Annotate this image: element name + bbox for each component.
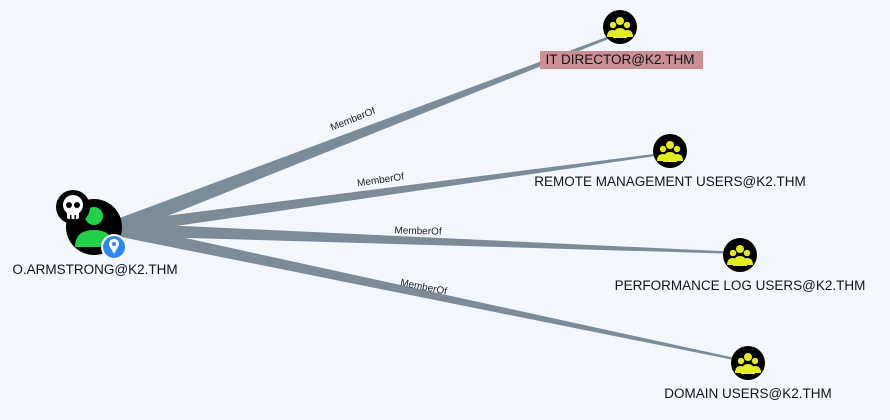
- group-node-label: DOMAIN USERS@K2.THM: [664, 386, 831, 401]
- user-node-o-armstrong[interactable]: O.ARMSTRONG@K2.THM: [12, 190, 178, 277]
- group-node-domain-users[interactable]: DOMAIN USERS@K2.THM: [664, 346, 832, 401]
- group-icon: [603, 10, 637, 44]
- group-node-it-director[interactable]: IT DIRECTOR@K2.THM: [540, 10, 703, 69]
- group-node-label: REMOTE MANAGEMENT USERS@K2.THM: [534, 174, 805, 189]
- group-node-label: IT DIRECTOR@K2.THM: [546, 52, 695, 67]
- group-icon: [653, 134, 687, 168]
- group-node-remote-management-users[interactable]: REMOTE MANAGEMENT USERS@K2.THM: [534, 134, 806, 189]
- edge-memberof-domain-users[interactable]: [116, 224, 749, 363]
- user-node-label: O.ARMSTRONG@K2.THM: [12, 262, 177, 277]
- edge-memberof-performance-log[interactable]: [119, 223, 741, 254]
- group-node-label: PERFORMANCE LOG USERS@K2.THM: [615, 278, 866, 293]
- pin-icon: [101, 234, 127, 260]
- edge-label: MemberOf: [394, 225, 442, 237]
- group-icon: [723, 238, 757, 272]
- group-icon: [731, 346, 765, 380]
- edge-memberof-it-director[interactable]: [117, 32, 621, 233]
- edge-memberof-remote-management[interactable]: [118, 152, 669, 234]
- skull-icon: [56, 190, 90, 224]
- edges: [116, 32, 749, 363]
- group-node-performance-log-users[interactable]: PERFORMANCE LOG USERS@K2.THM: [615, 238, 866, 293]
- highlight-box: [540, 51, 703, 69]
